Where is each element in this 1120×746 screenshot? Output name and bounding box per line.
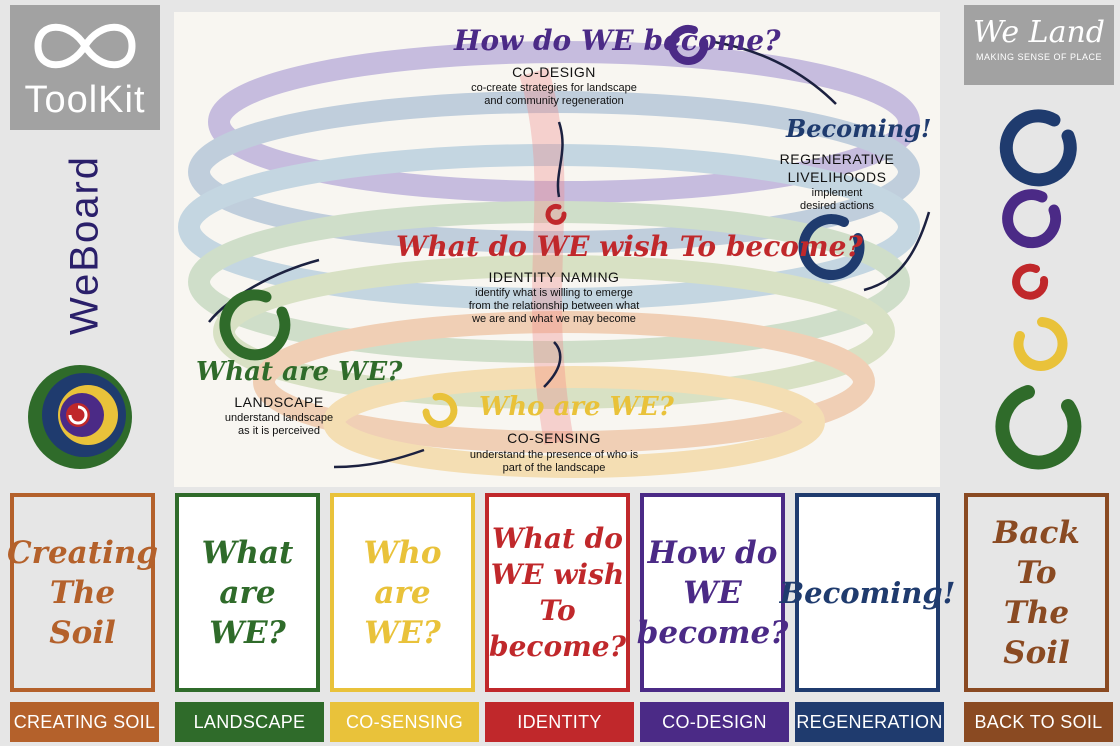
enso-icon-landscape (219, 289, 291, 361)
card-landscape[interactable]: What are WE? (175, 493, 320, 692)
tab-cosensing[interactable]: CO-SENSING (330, 702, 479, 742)
tab-regeneration[interactable]: REGENERATION (795, 702, 944, 742)
enso-icon-blue (999, 109, 1077, 187)
tab-landscape[interactable]: LANDSCAPE (175, 702, 324, 742)
enso-icon-becoming (798, 214, 865, 281)
enso-icon-codesign (668, 24, 709, 65)
weland-brand-title: We Land (972, 15, 1105, 50)
desc-cosensing: understand the presence of who is part o… (469, 449, 639, 474)
tab-codesign[interactable]: CO-DESIGN (640, 702, 789, 742)
desc-codesign: co-create strategies for landscape and c… (471, 82, 637, 107)
question-becoming: Becoming! (786, 114, 932, 143)
enso-stack (995, 109, 1082, 470)
heading-codesign: CO-DESIGN (512, 64, 596, 80)
card-back-to-soil[interactable]: Back To The Soil (964, 493, 1109, 692)
card-identity[interactable]: What do WE wish To become? (485, 493, 630, 692)
desc-identity: identify what is willing to emerge from … (468, 287, 640, 325)
weland-logo[interactable]: We Land MAKING SENSE OF PLACE (964, 5, 1114, 85)
question-identity: What do WE wish To become? (396, 230, 863, 263)
heading-cosensing: CO-SENSING (507, 430, 601, 446)
card-title: How do WE become? (636, 534, 789, 651)
desc-landscape: understand landscape as it is perceived (224, 412, 334, 437)
weboard-title-block: WeBoard (10, 140, 160, 350)
card-regeneration[interactable]: Becoming! (780, 493, 955, 692)
card-title: Back To The Soil (993, 514, 1080, 671)
card-title: Who are WE? (363, 534, 442, 651)
tab-back-to-soil[interactable]: BACK TO SOIL (964, 702, 1113, 742)
spiral-background (178, 24, 931, 478)
tab-creating-soil[interactable]: CREATING SOIL (10, 702, 159, 742)
infinity-icon (34, 23, 136, 69)
heading-landscape: LANDSCAPE (234, 394, 324, 410)
tab-identity[interactable]: IDENTITY (485, 702, 634, 742)
arrow-top-to-right (713, 40, 837, 105)
regeneration-diagram: How do WE become? CO-DESIGN co-create st… (174, 12, 940, 487)
question-landscape: What are WE? (196, 357, 403, 387)
arrow-bottom-in (333, 448, 425, 469)
toolkit-brand-text: ToolKit (24, 79, 146, 121)
card-title: What do WE wish To become? (489, 521, 626, 663)
arrow-right-down (863, 211, 931, 292)
desc-becoming: implement desired actions (800, 187, 874, 212)
spiral-swirl-icon (28, 365, 132, 469)
heading-identity: IDENTITY NAMING (488, 269, 620, 285)
card-codesign[interactable]: How do WE become? (637, 493, 788, 692)
enso-icon-identity (545, 203, 567, 225)
enso-icon-green (995, 385, 1082, 470)
card-title: Becoming! (779, 575, 956, 610)
enso-icon-yellow (1013, 317, 1068, 371)
weboard-title: WeBoard (62, 154, 107, 336)
card-cosensing[interactable]: Who are WE? (330, 493, 475, 692)
enso-icon-purple (1002, 189, 1062, 249)
card-creating-soil[interactable]: Creating The Soil (6, 493, 159, 692)
arrow-up-upper (556, 121, 564, 198)
enso-icon-red (1012, 263, 1049, 300)
weland-tagline: MAKING SENSE OF PLACE (975, 52, 1103, 62)
arrow-left-turn (208, 258, 320, 323)
question-codesign: How do WE become? (454, 24, 781, 57)
toolkit-logo[interactable]: ToolKit (10, 5, 160, 130)
question-cosensing: Who are WE? (479, 392, 674, 422)
card-title: What are WE? (201, 534, 294, 651)
enso-icon-cosensing (422, 392, 458, 428)
card-title: Creating The Soil (6, 534, 159, 651)
heading-becoming: REGENERATIVE LIVELIHOODS (779, 151, 895, 185)
arrow-up-lower (543, 341, 562, 388)
